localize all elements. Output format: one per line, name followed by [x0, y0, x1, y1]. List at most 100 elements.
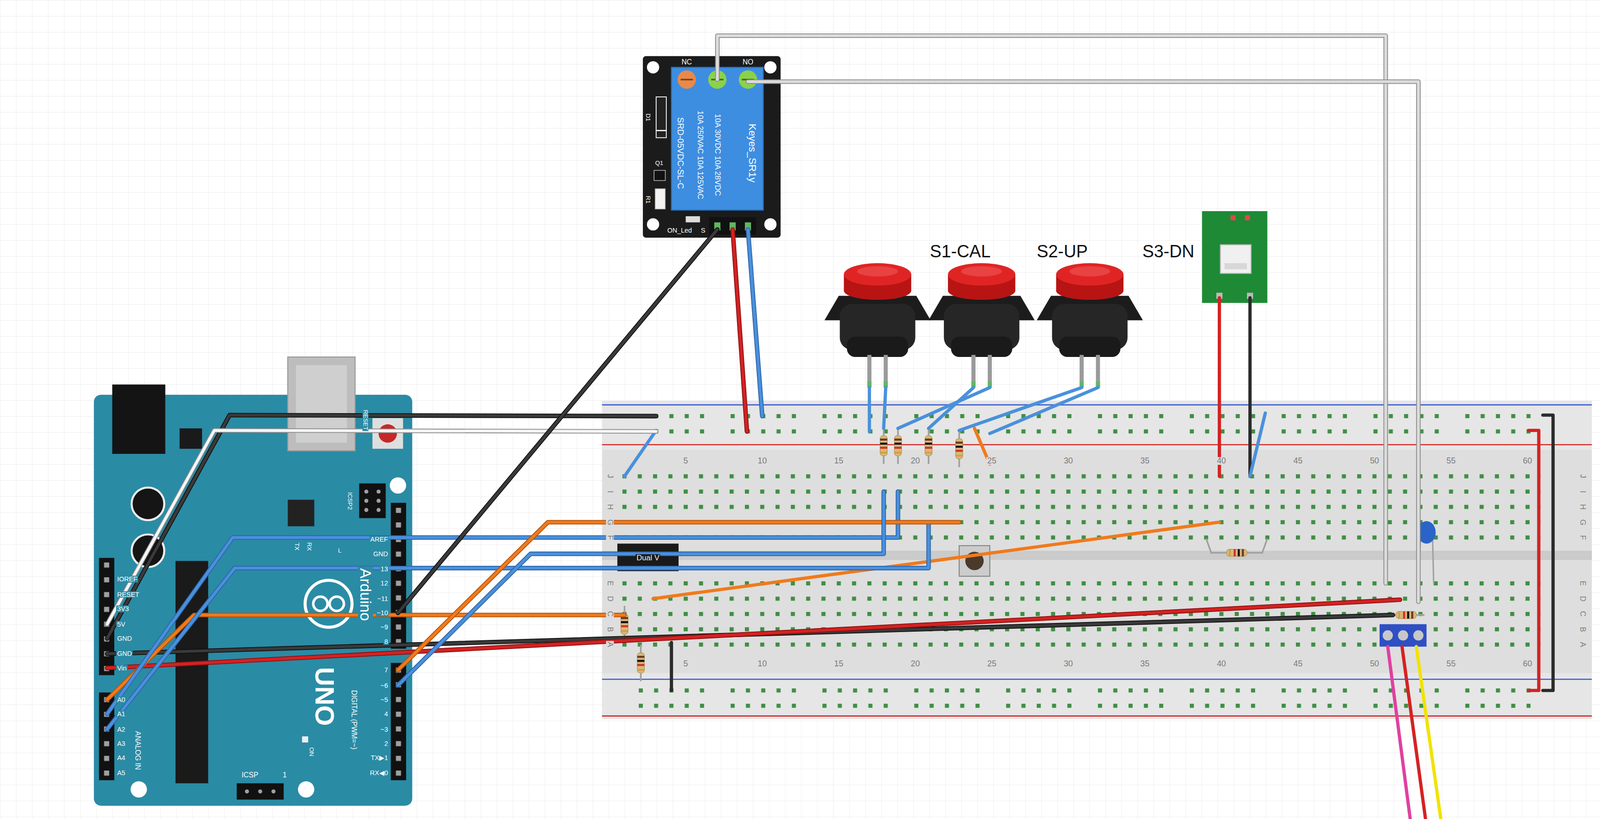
terminal-label: NO: [741, 58, 755, 66]
pin-label: RESET: [116, 591, 140, 599]
wire: [107, 492, 898, 715]
model-label: UNO: [311, 664, 338, 730]
column-number: 55: [1445, 457, 1457, 466]
wire: [748, 229, 763, 417]
row-letter: H: [1578, 503, 1587, 511]
pin-label: ~9: [379, 624, 389, 632]
pin-label: A5: [116, 770, 126, 777]
arduino-uno-board: [93, 357, 413, 807]
led-label: L: [337, 547, 343, 554]
header-label: DIGITAL (PWM=~): [350, 690, 359, 752]
pin-label: Vin: [116, 664, 128, 672]
row-letter: E: [606, 580, 615, 588]
pin-label: 13: [379, 566, 390, 573]
column-number: 5: [682, 660, 689, 669]
row-letter: C: [606, 610, 615, 618]
wire: [107, 599, 1400, 669]
pin-label: GND: [372, 550, 390, 558]
push-buttons: [824, 263, 1143, 388]
component-label: R1: [644, 195, 651, 205]
column-number: 60: [1521, 457, 1533, 466]
row-letter: A: [606, 641, 615, 649]
button-label: RESET: [362, 409, 369, 432]
wire: [397, 229, 718, 614]
wire: [748, 81, 1419, 603]
wire: [732, 229, 747, 432]
pin-label: 12: [379, 580, 390, 588]
column-number: 60: [1521, 660, 1533, 669]
column-number: 50: [1369, 457, 1381, 466]
pin-label: AREF: [369, 536, 389, 544]
pin-label: 7: [383, 667, 390, 675]
pin-label: 2: [383, 740, 390, 748]
breadboard-body: [602, 401, 1593, 720]
pin-label: A3: [116, 740, 126, 748]
row-letter: F: [1578, 534, 1587, 541]
row-letter: A: [1578, 641, 1587, 649]
brand-label: Arduino: [357, 566, 373, 623]
column-number: 40: [1215, 660, 1227, 669]
led-label: ON: [308, 746, 315, 758]
switch-label: S1-CAL: [927, 243, 993, 261]
column-number: 55: [1445, 660, 1457, 669]
wire: [397, 522, 959, 671]
column-number: 45: [1292, 660, 1304, 669]
row-letter: G: [1578, 518, 1587, 527]
relay-module: NCNOSRD-05VDC-SL-C10A 250VAC 10A 125VAC1…: [642, 56, 781, 238]
pin-label: 8: [383, 638, 390, 646]
pin-number: 1: [281, 771, 288, 780]
pin-label: ~11: [376, 595, 389, 603]
column-number: 5: [682, 457, 689, 466]
brand-label: Keyes_SR1y: [746, 122, 757, 184]
row-letter: F: [606, 534, 615, 541]
column-number: 30: [1062, 457, 1074, 466]
row-letter: E: [1578, 580, 1587, 588]
row-letter: C: [1578, 610, 1587, 618]
pin-label: GND: [116, 635, 133, 643]
row-letter: G: [606, 518, 615, 527]
header-label: ICSP2: [347, 491, 354, 511]
column-number: 30: [1062, 660, 1074, 669]
column-number: 15: [833, 457, 845, 466]
switch-label: S2-UP: [1034, 243, 1091, 261]
row-letter: I: [1578, 489, 1587, 494]
column-number: 35: [1139, 457, 1151, 466]
pin-label: GND: [116, 650, 133, 658]
pin-label: 4: [383, 711, 390, 718]
pin-label: ~3: [379, 726, 389, 734]
row-letter: B: [1578, 626, 1587, 633]
wire: [397, 492, 884, 686]
sensor-module: [1202, 211, 1268, 304]
rating-text: 10A 30VDC 10A 28VDC: [713, 112, 722, 197]
row-letter: H: [606, 503, 615, 511]
column-number: 25: [986, 660, 998, 669]
row-letter: D: [1578, 595, 1587, 603]
arduino-board: RESETICSP2TXRXLArduinoUNODIGITAL (PWM=~)…: [93, 395, 413, 807]
rating-text: 10A 250VAC 10A 125VAC: [695, 109, 704, 201]
column-number: 25: [986, 457, 998, 466]
pin-label: ~6: [379, 682, 389, 690]
column-number: 40: [1215, 457, 1227, 466]
pin-label: A1: [116, 711, 126, 718]
row-letter: J: [1578, 473, 1587, 480]
switch-label: S3-DN: [1140, 243, 1197, 261]
row-letter: D: [606, 595, 615, 603]
pin-label: 3V3: [116, 605, 130, 613]
column-number: 20: [909, 660, 921, 669]
column-number: 10: [756, 457, 768, 466]
row-letter: B: [606, 626, 615, 633]
pin-label: ~10: [375, 610, 389, 617]
pin-label: S: [700, 227, 707, 235]
column-number: 45: [1292, 457, 1304, 466]
pin-label: IOREF: [116, 576, 139, 584]
header-label: ICSP: [240, 771, 260, 780]
pin-label: 5V: [116, 620, 126, 628]
pin-label: A0: [116, 696, 126, 704]
column-number: 35: [1139, 660, 1151, 669]
row-letter: J: [606, 473, 615, 480]
row-letter: I: [606, 489, 615, 494]
column-number: 50: [1369, 660, 1381, 669]
component-label: Q1: [654, 160, 664, 166]
